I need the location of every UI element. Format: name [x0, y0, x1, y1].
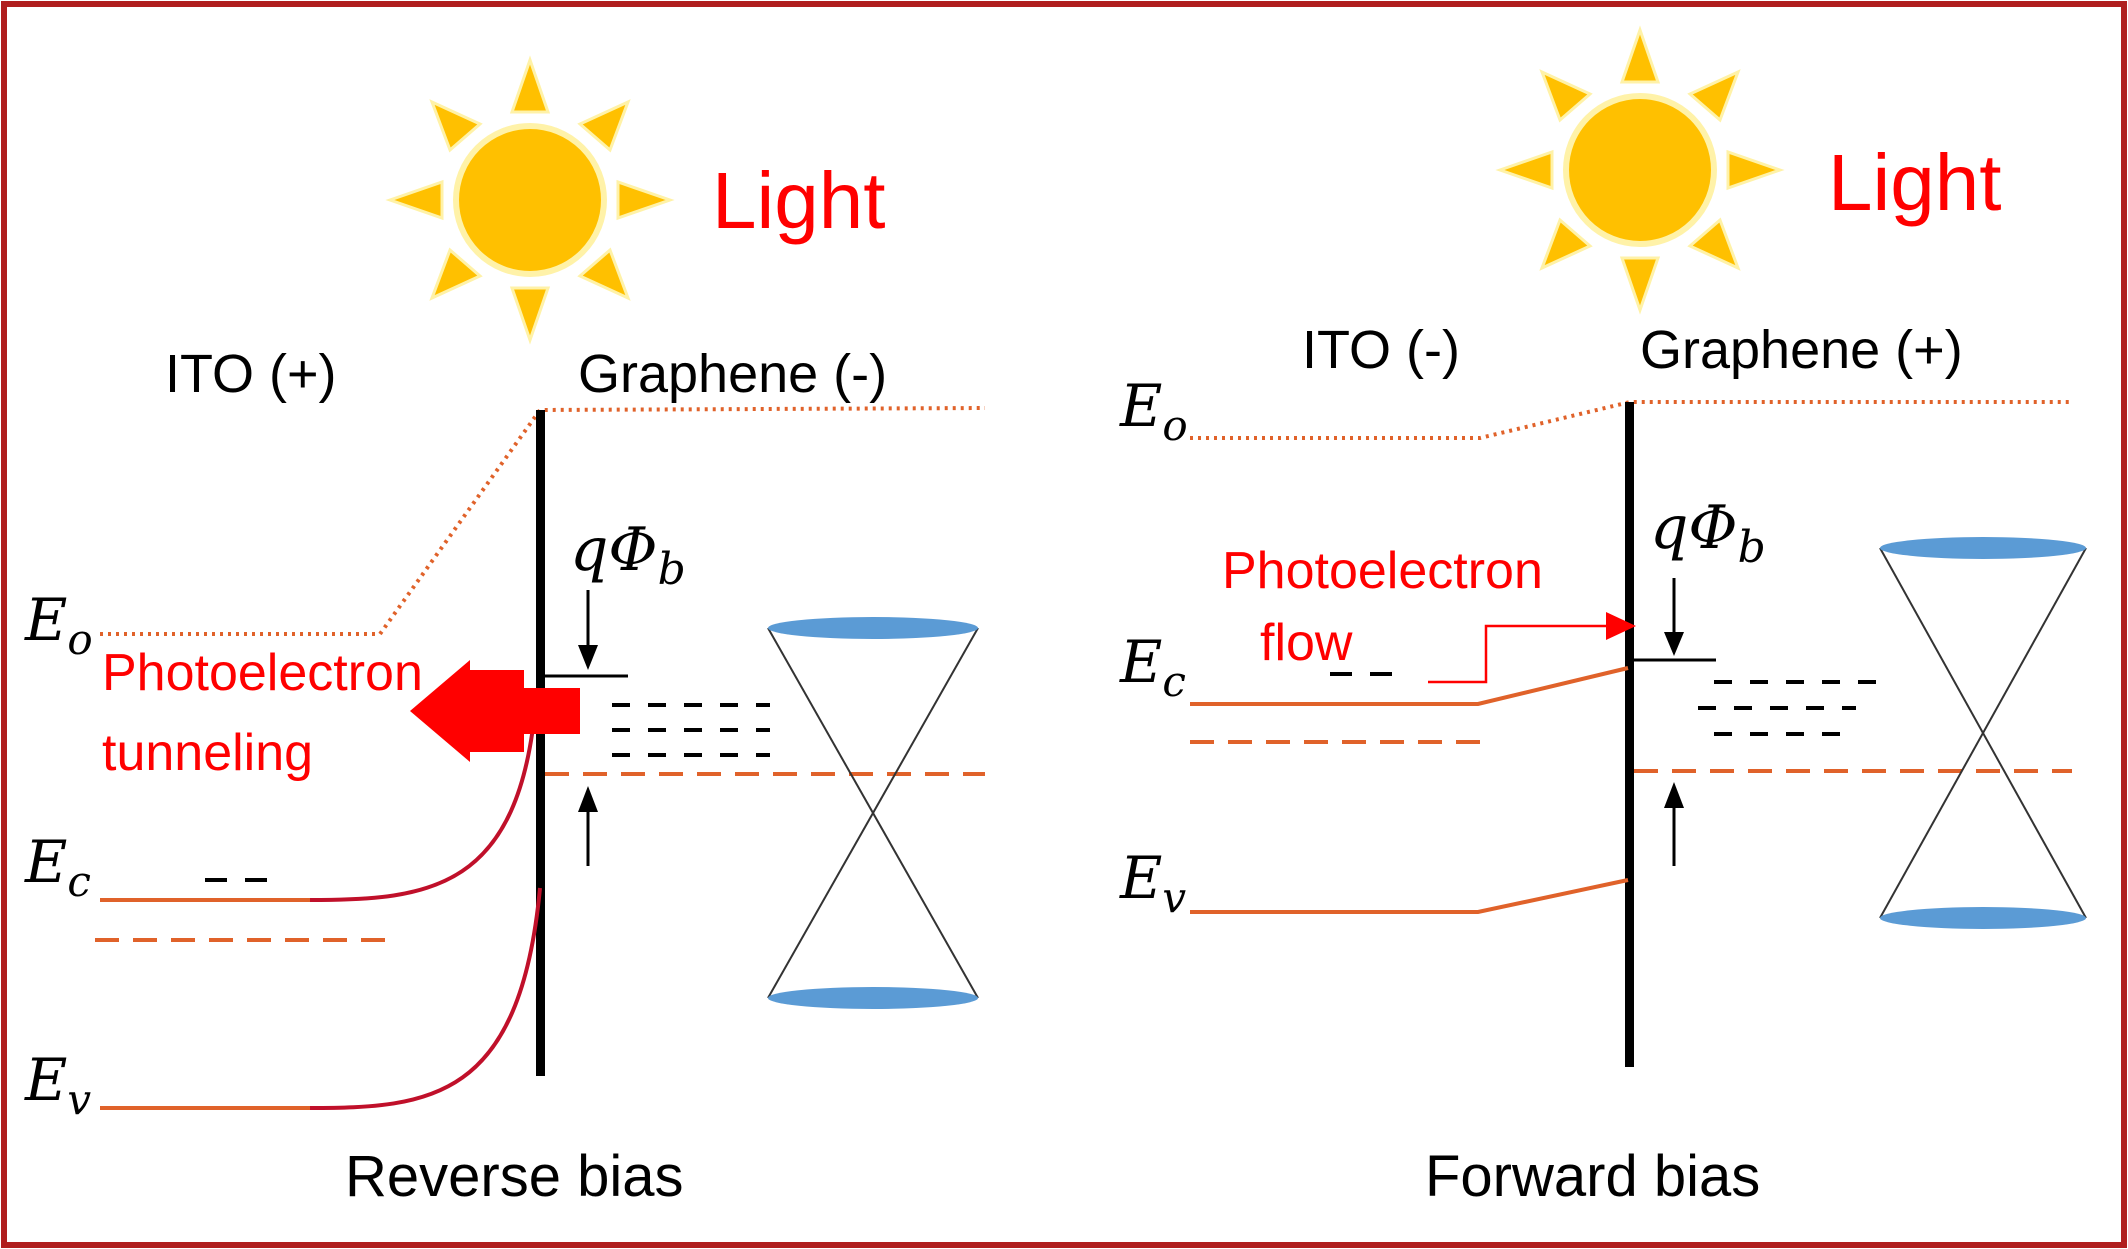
- dirac-cone: [767, 617, 979, 1009]
- light-label: Light: [712, 156, 885, 245]
- ev-label: Ev: [24, 1046, 91, 1124]
- arrow-down-icon: [1664, 578, 1684, 656]
- arrow-left-icon: [410, 660, 580, 762]
- eo-label: Eo: [24, 586, 93, 664]
- interface-bar-right: [1625, 402, 1634, 1067]
- graphene-electron-dashes-right: [1698, 680, 1880, 736]
- valence-band-line-right: [1190, 878, 1629, 914]
- right-panel: Light ITO (-) Graphene (+) qΦb: [1119, 25, 2087, 1209]
- vacuum-level-line: [100, 406, 986, 636]
- arrow-up-icon: [1664, 782, 1684, 866]
- vacuum-level-line-right: [1190, 400, 2072, 440]
- sun-icon: [1495, 25, 1785, 315]
- ito-label: ITO (+): [165, 344, 337, 404]
- photo-label-line1: Photoelectron: [102, 644, 423, 702]
- sun-icon: [385, 55, 675, 345]
- interface-bar: [536, 410, 545, 1076]
- ec-label: Ec: [24, 828, 91, 906]
- eo-label-right: Eo: [1119, 372, 1188, 450]
- photo-label-line2-right: flow: [1260, 614, 1353, 672]
- arrow-right-icon: [1428, 612, 1636, 684]
- conduction-band-line-right: [1190, 666, 1629, 706]
- photo-label-line2: tunneling: [102, 724, 313, 782]
- arrow-up-icon: [578, 786, 598, 866]
- graphene-label-right: Graphene (+): [1640, 320, 1963, 380]
- valence-band-curve: [309, 887, 542, 1110]
- photo-label-line1-right: Photoelectron: [1222, 542, 1543, 600]
- arrow-down-icon: [578, 590, 598, 670]
- caption-reverse: Reverse bias: [345, 1144, 683, 1209]
- light-label-right: Light: [1828, 138, 2001, 227]
- ito-label-right: ITO (-): [1302, 320, 1460, 380]
- barrier-height-label: qΦb: [570, 515, 686, 595]
- left-panel: Light ITO (+) Graphene (-): [24, 55, 986, 1209]
- graphene-electron-dashes: [612, 703, 770, 757]
- ec-label-right: Ec: [1119, 628, 1186, 706]
- dirac-cone-right: [1879, 537, 2087, 929]
- caption-forward: Forward bias: [1425, 1144, 1760, 1209]
- graphene-label: Graphene (-): [578, 344, 887, 404]
- barrier-height-label-right: qΦb: [1650, 493, 1766, 573]
- ev-label-right: Ev: [1119, 844, 1186, 922]
- conduction-band-curve: [309, 699, 538, 902]
